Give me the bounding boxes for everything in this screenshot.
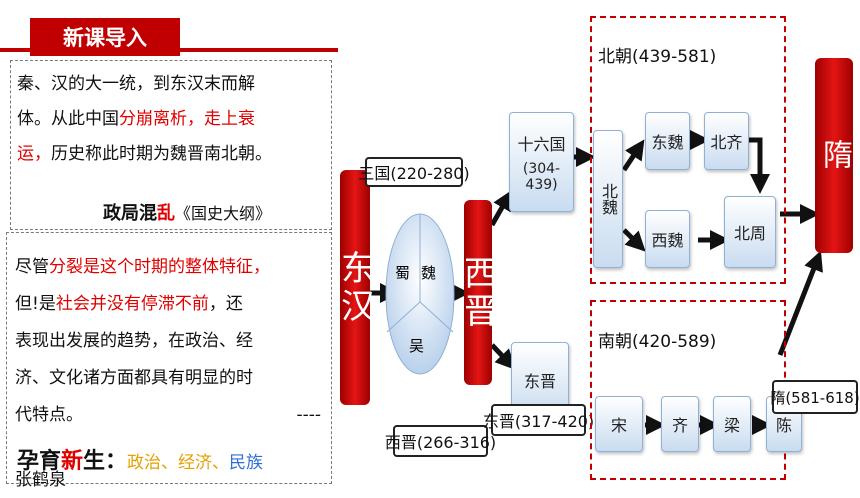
quote-2-line-2-plain: 但!是 <box>15 294 56 314</box>
shiliuguo-name: 十六国 <box>517 135 566 154</box>
source-title-red: 乱 <box>157 203 175 224</box>
quote-2-highlight-2: 社会并没有停滞不前 <box>55 294 209 314</box>
quote-1-highlight-1: 分崩离析，走上衰 <box>119 109 255 129</box>
quote-2-text: 尽管分裂是这个时期的整体特征， 但!是社会并没有停滞不前，还 表现出发展的趋势，… <box>15 249 333 434</box>
quote-2-line-5: 代特点。 ---- <box>15 397 333 434</box>
summary-economy: 经济、 <box>178 453 230 473</box>
quote-2-line-1: 尽管分裂是这个时期的整体特征， <box>15 249 333 286</box>
quote-2-line-2-end: ，还 <box>208 294 243 314</box>
quote-2-line-4: 济、文化诸方面都具有明显的时 <box>15 368 253 388</box>
arrow-beiwei-dongwei <box>621 139 645 172</box>
page-title: 新课导入 <box>30 18 180 56</box>
quote-1-text: 秦、汉的大一统，到东汉末而解 体。从此中国分崩离析，走上衰 运，历史称此时期为魏… <box>17 67 332 172</box>
quote-1-source: 政局混乱《国史大纲》 <box>103 199 271 225</box>
summary-text-1: 孕育 <box>17 449 62 474</box>
quote-2-line-1-plain: 尽管 <box>15 257 49 277</box>
quote-box-1: 秦、汉的大一统，到东汉末而解 体。从此中国分崩离析，走上衰 运，历史称此时期为魏… <box>10 60 332 230</box>
beichao-group <box>590 16 786 284</box>
node-donghan: 东汉 <box>335 170 375 405</box>
arrow-beiwei-xiwei <box>622 228 646 252</box>
node-dongwei: 东魏 <box>645 112 690 170</box>
label-sui: 隋(581-618) <box>770 380 860 414</box>
sanguo-pie <box>385 213 455 375</box>
quote-1-line-3-plain: 历史称此时期为魏晋南北朝。 <box>51 144 272 164</box>
label-nanchao: 南朝(420-589) <box>598 332 717 352</box>
label-sanguo: 三国(220-280) <box>358 157 470 187</box>
node-sui: 隋 <box>815 58 853 253</box>
quote-2-dash: ---- <box>296 405 321 425</box>
pie-wu: 吴 <box>409 337 425 355</box>
node-beiwei: 北魏 <box>593 130 623 268</box>
summary-politics: 政治、 <box>127 453 179 473</box>
label-beichao: 北朝(439-581) <box>598 47 717 67</box>
quote-1-line-3: 运，历史称此时期为魏晋南北朝。 <box>17 137 332 172</box>
pie-wei: 魏 <box>421 264 437 282</box>
arrow-xijin-dongjin <box>490 343 516 370</box>
quote-2-line-2: 但!是社会并没有停滞不前，还 <box>15 286 333 323</box>
source-title-text: 政局混 <box>103 203 157 224</box>
node-xiwei: 西魏 <box>645 210 690 268</box>
summary-text-2: 生： <box>83 449 128 474</box>
node-xijin: 西晋 <box>458 200 498 385</box>
summary-text-red: 新 <box>61 449 84 474</box>
label-xijin: 西晋(266-316) <box>385 425 496 457</box>
node-song: 宋 <box>595 396 643 452</box>
node-qi: 齐 <box>661 396 699 452</box>
quote-1-highlight-2: 运， <box>17 144 51 164</box>
quote-2-highlight-1: 分裂是这个时期的整体特征， <box>49 257 270 277</box>
summary-ethnic: 民族 <box>229 453 264 473</box>
quote-2-line-3: 表现出发展的趋势，在政治、经 <box>15 331 253 351</box>
pie-shu: 蜀 <box>395 264 411 282</box>
quote-1-line-2-plain: 体。从此中国 <box>17 109 119 129</box>
node-shiliuguo: 十六国 (304-439) <box>509 112 574 212</box>
node-liang: 梁 <box>713 396 751 452</box>
arrow-nanchao-sui <box>777 250 823 356</box>
summary-line: 孕育新生：政治、经济、民族 <box>17 443 263 475</box>
node-beiqi: 北齐 <box>704 112 749 170</box>
label-dongjin: 东晋(317-420) <box>483 404 594 436</box>
arrow-xijin-shiliuguo <box>489 190 512 227</box>
shiliuguo-years: (304-439) <box>522 161 561 193</box>
source-book: 《国史大纲》 <box>175 204 272 223</box>
quote-2-line-5-text: 代特点。 <box>15 405 83 425</box>
node-beizhou: 北周 <box>724 196 776 268</box>
quote-1-line-1: 秦、汉的大一统，到东汉末而解 <box>17 74 255 94</box>
quote-1-line-2: 体。从此中国分崩离析，走上衰 <box>17 102 332 137</box>
